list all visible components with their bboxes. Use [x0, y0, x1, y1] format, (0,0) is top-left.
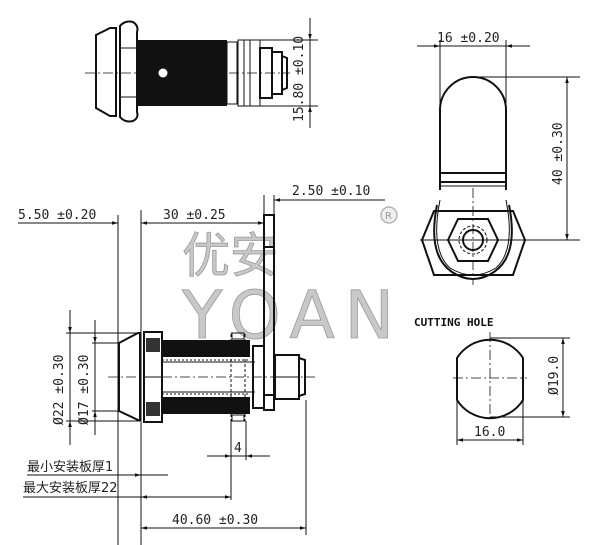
registered-mark-icon: R: [385, 211, 392, 222]
dim-total: 40.60 ±0.30: [172, 513, 258, 528]
side-view: 5.50 ±0.20 30 ±0.25 2.50 ±0.10: [18, 184, 385, 545]
dim-dia-head: Ø22 ±0.30: [52, 355, 67, 425]
cutting-hole: CUTTING HOLE Ø19.0 16.0: [414, 316, 570, 445]
dim-hole-flat: 16.0: [474, 425, 505, 440]
dim-hole-diameter: Ø19.0: [547, 356, 562, 395]
dim-cam-length: 40 ±0.30: [551, 122, 566, 185]
dim-top-height: 15.80 ±0.10: [292, 36, 307, 122]
dim-nut: 4: [234, 441, 242, 456]
dim-head: 5.50 ±0.20: [18, 208, 96, 223]
dim-body: 30 ±0.25: [163, 208, 226, 223]
top-view: 15.80 ±0.10: [85, 18, 318, 128]
label-max-panel: 最大安装板厚22: [23, 481, 118, 496]
dim-dia-body: Ø17 ±0.30: [77, 355, 92, 425]
cutting-hole-title: CUTTING HOLE: [414, 316, 493, 329]
label-min-panel: 最小安装板厚1: [27, 460, 113, 475]
dim-cam-thickness: 2.50 ±0.10: [292, 184, 370, 199]
dim-cam-width: 16 ±0.20: [437, 31, 500, 46]
watermark-chinese: 优安: [182, 228, 278, 284]
watermark: 优安 YOAN R: [181, 206, 398, 354]
cam-view: 16 ±0.20 40 ±0.30: [417, 31, 580, 285]
